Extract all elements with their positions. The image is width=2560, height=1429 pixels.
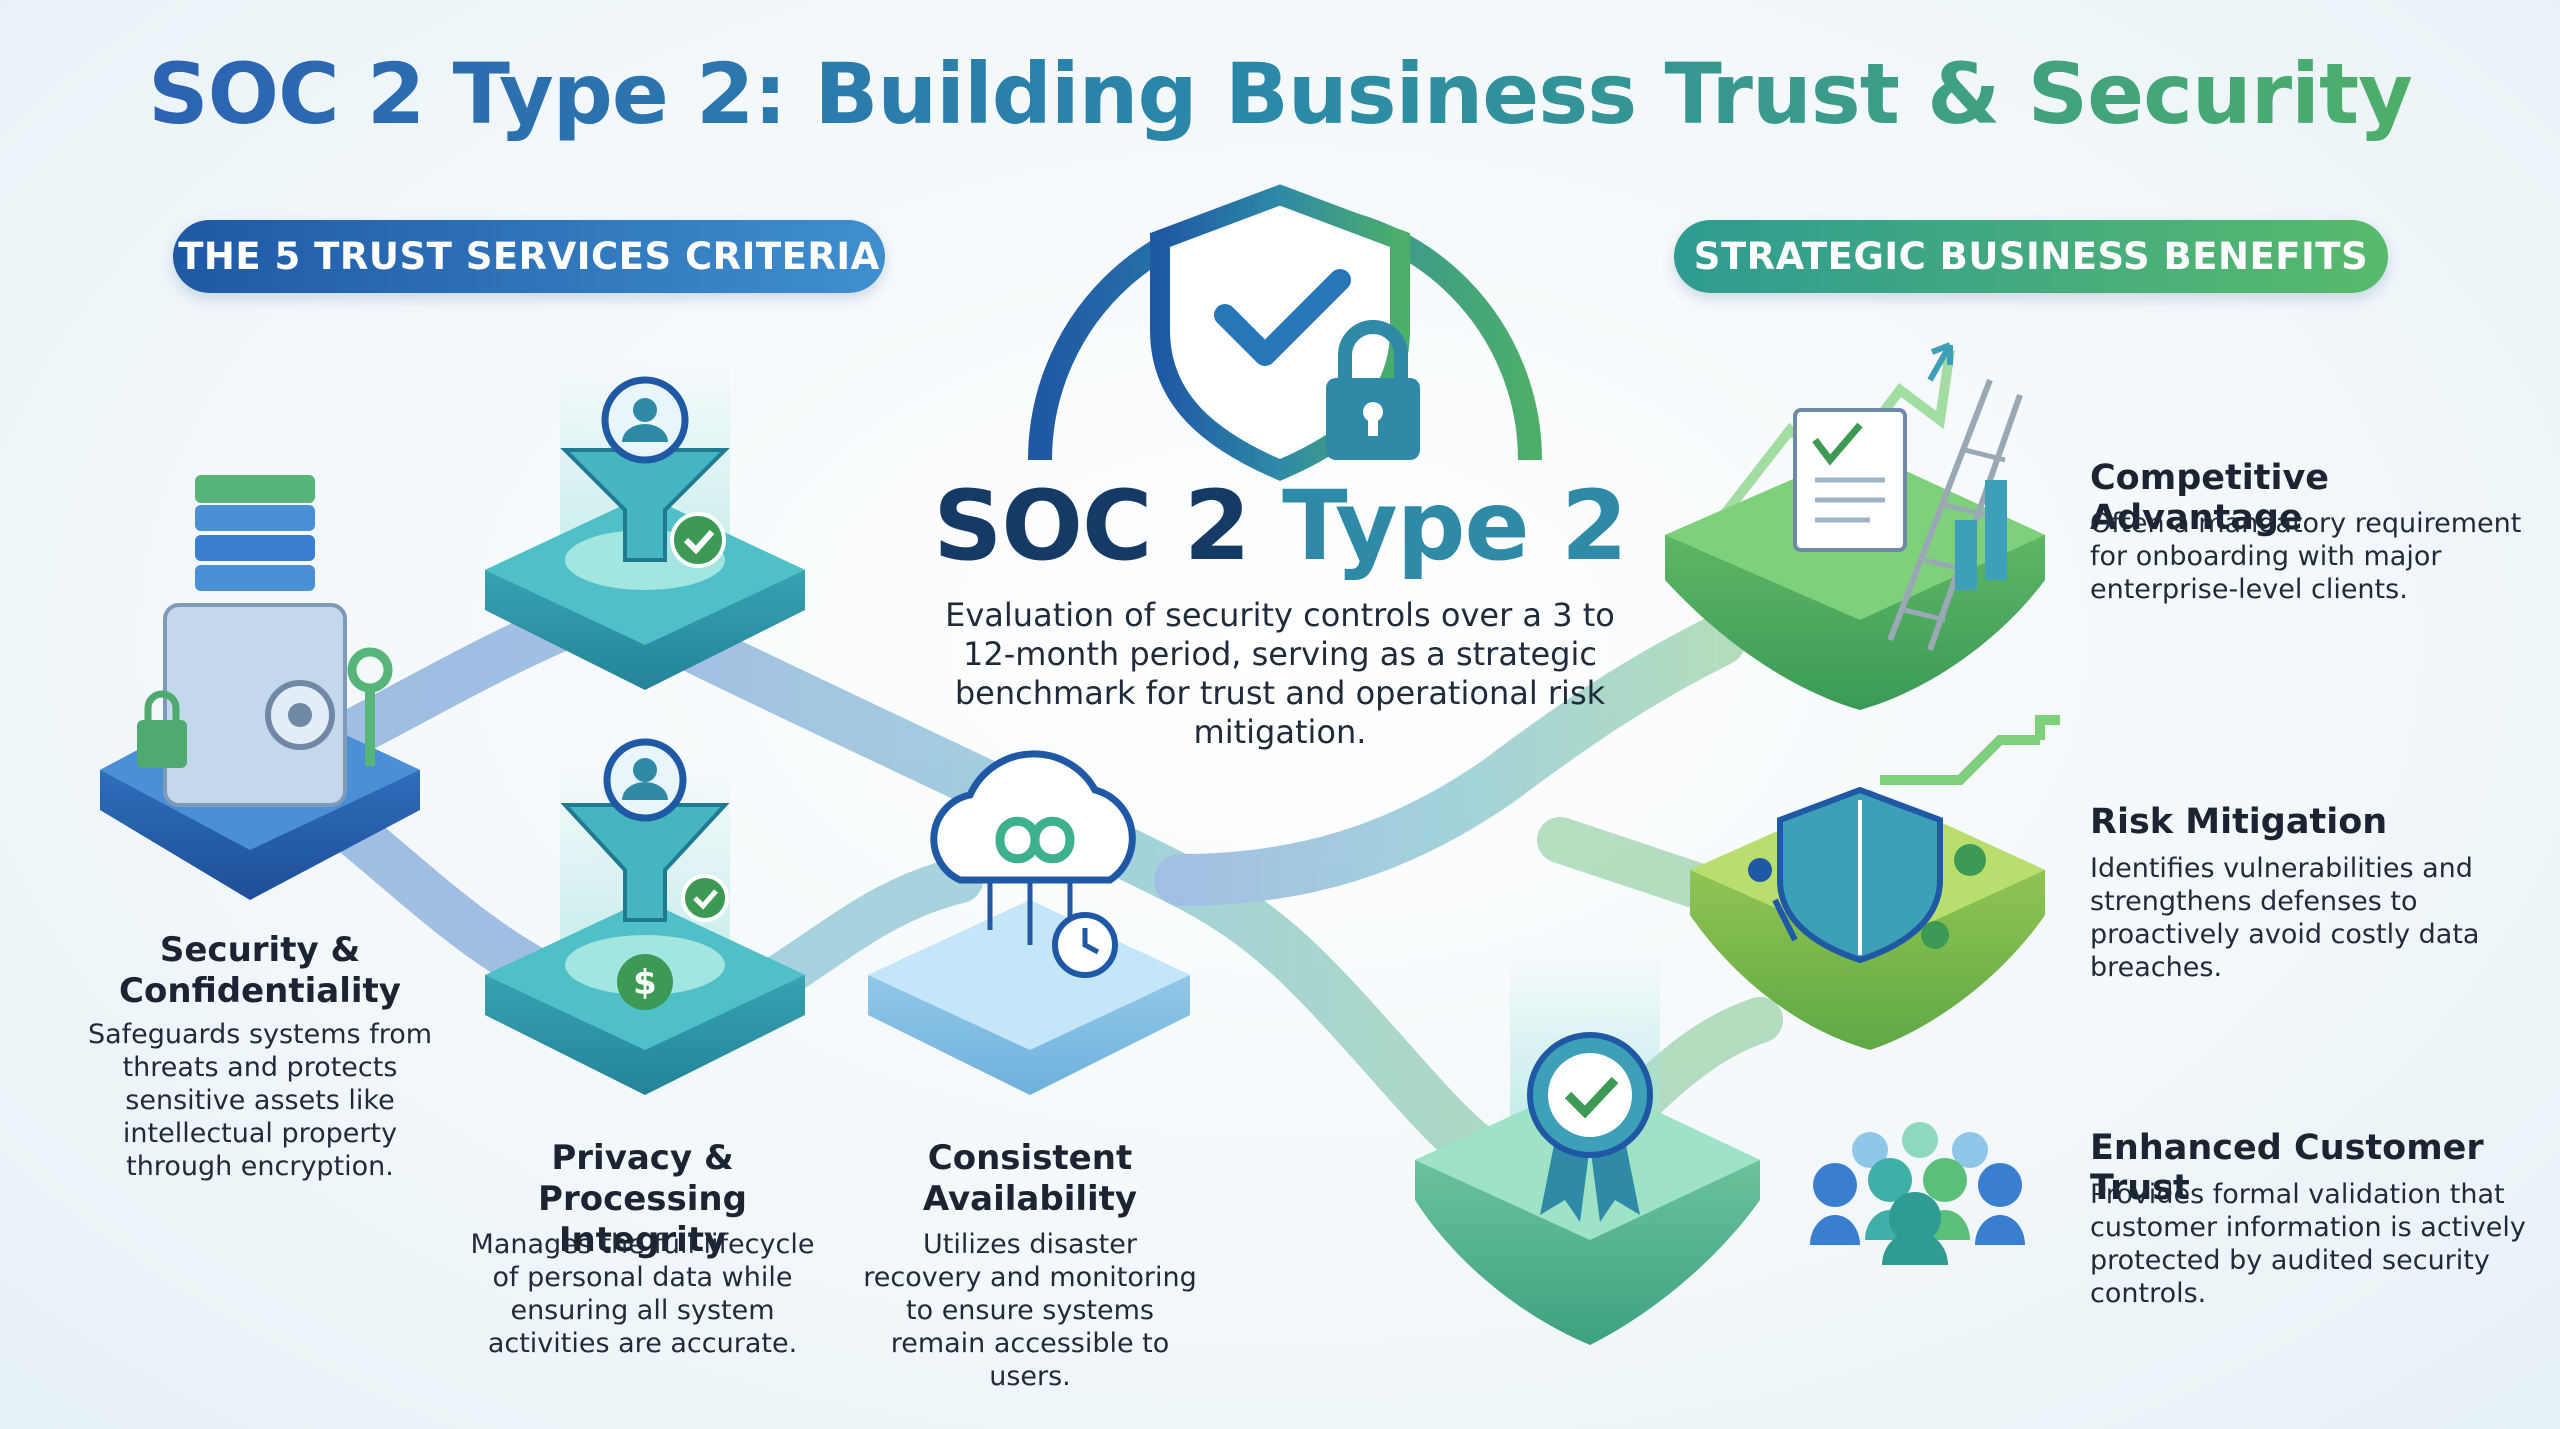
funnel-user-icon [485,360,805,690]
padlock-icon [1326,320,1420,460]
shield-check-icon [1028,184,1542,481]
benefits-section-label: STRATEGIC BUSINESS BENEFITS [1674,220,2388,293]
benefit-title-risk: Risk Mitigation [2090,802,2388,842]
shield-defense-icon [1690,715,2060,1050]
people-group-icon [1810,1122,2025,1265]
criteria-title-privacy: Privacy & Processing Integrity [538,1138,747,1260]
center-heading-type2: Type 2 [1282,470,1628,582]
criteria-desc-security: Safeguards systems from threats and prot… [87,1019,433,1182]
cloud-infinity-icon [868,750,1190,1095]
benefit-title-competitive: Competitive Advantage [2090,458,2330,538]
criteria-desc-availability: Utilizes disaster recovery and monitorin… [863,1229,1197,1392]
center-description: Evaluation of security controls over a 3… [945,596,1615,751]
vault-icon [100,475,420,900]
growth-ladder-icon [1665,342,2045,710]
benefit-desc-trust: Provides formal validation that customer… [2090,1179,2526,1309]
funnel-dollar-icon: $ [485,738,805,1095]
criteria-title-security: Security & Confidentiality [119,930,401,1011]
benefit-desc-competitive: Often a mandatory requirement for onboar… [2090,508,2522,605]
benefit-title-trust: Enhanced Customer Trust [2090,1128,2484,1208]
center-heading-soc2: SOC 2 [933,470,1250,582]
page-title: SOC 2 Type 2: Building Business Trust & … [148,45,2413,143]
criteria-desc-privacy: Manages the full lifecycle of personal d… [470,1229,815,1359]
award-badge-icon [1415,950,1760,1345]
criteria-section-label: THE 5 TRUST SERVICES CRITERIA [173,220,885,293]
svg-text:$: $ [633,963,657,1003]
criteria-title-availability: Consistent Availability [922,1138,1138,1219]
center-heading: SOC 2 Type 2 [900,470,1660,582]
benefit-desc-risk: Identifies vulnerabilities and strengthe… [2090,853,2480,983]
